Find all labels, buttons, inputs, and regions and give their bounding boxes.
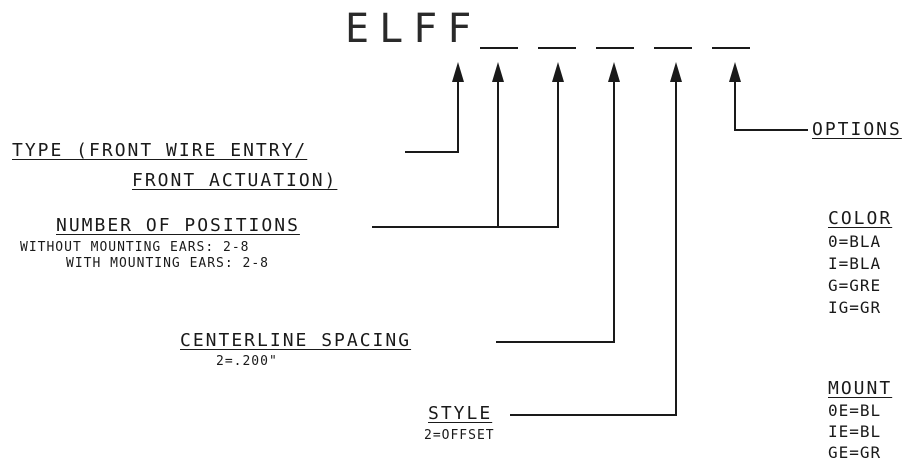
color-heading: COLOR xyxy=(828,208,893,229)
options-label: OPTIONS xyxy=(812,119,902,140)
style-note: 2=OFFSET xyxy=(424,428,495,443)
positions-leader xyxy=(372,80,559,228)
options-leader xyxy=(734,80,808,131)
arrowhead-spacing xyxy=(608,62,620,82)
color-item: 0=BLA xyxy=(828,232,882,251)
type-label-line2: FRONT ACTUATION) xyxy=(132,170,338,191)
type-leader xyxy=(405,80,459,153)
color-item: IG=GR xyxy=(828,298,882,317)
arrowhead-options xyxy=(729,62,741,82)
positions-label: NUMBER OF POSITIONS xyxy=(56,215,300,236)
spacing-leader xyxy=(496,80,615,343)
arrowhead-positions-a xyxy=(492,62,504,82)
style-label: STYLE xyxy=(428,403,493,424)
color-item: I=BLA xyxy=(828,254,882,273)
arrowhead-type xyxy=(452,62,464,82)
arrowhead-style xyxy=(670,62,682,82)
style-leader xyxy=(510,80,677,416)
type-label-line1: TYPE (FRONT WIRE ENTRY/ xyxy=(12,140,308,161)
positions-note-without-ears: WITHOUT MOUNTING EARS: 2-8 xyxy=(20,240,250,255)
positions-note-with-ears: WITH MOUNTING EARS: 2-8 xyxy=(66,256,270,271)
spacing-label: CENTERLINE SPACING xyxy=(180,330,412,351)
color-item: G=GRE xyxy=(828,276,882,295)
mount-item: 0E=BL xyxy=(828,401,882,420)
arrowhead-positions-b xyxy=(552,62,564,82)
mount-item: IE=BL xyxy=(828,422,882,441)
spacing-note: 2=.200" xyxy=(216,354,278,369)
mount-heading: MOUNT xyxy=(828,378,893,399)
part-prefix: ELFF xyxy=(345,6,482,52)
